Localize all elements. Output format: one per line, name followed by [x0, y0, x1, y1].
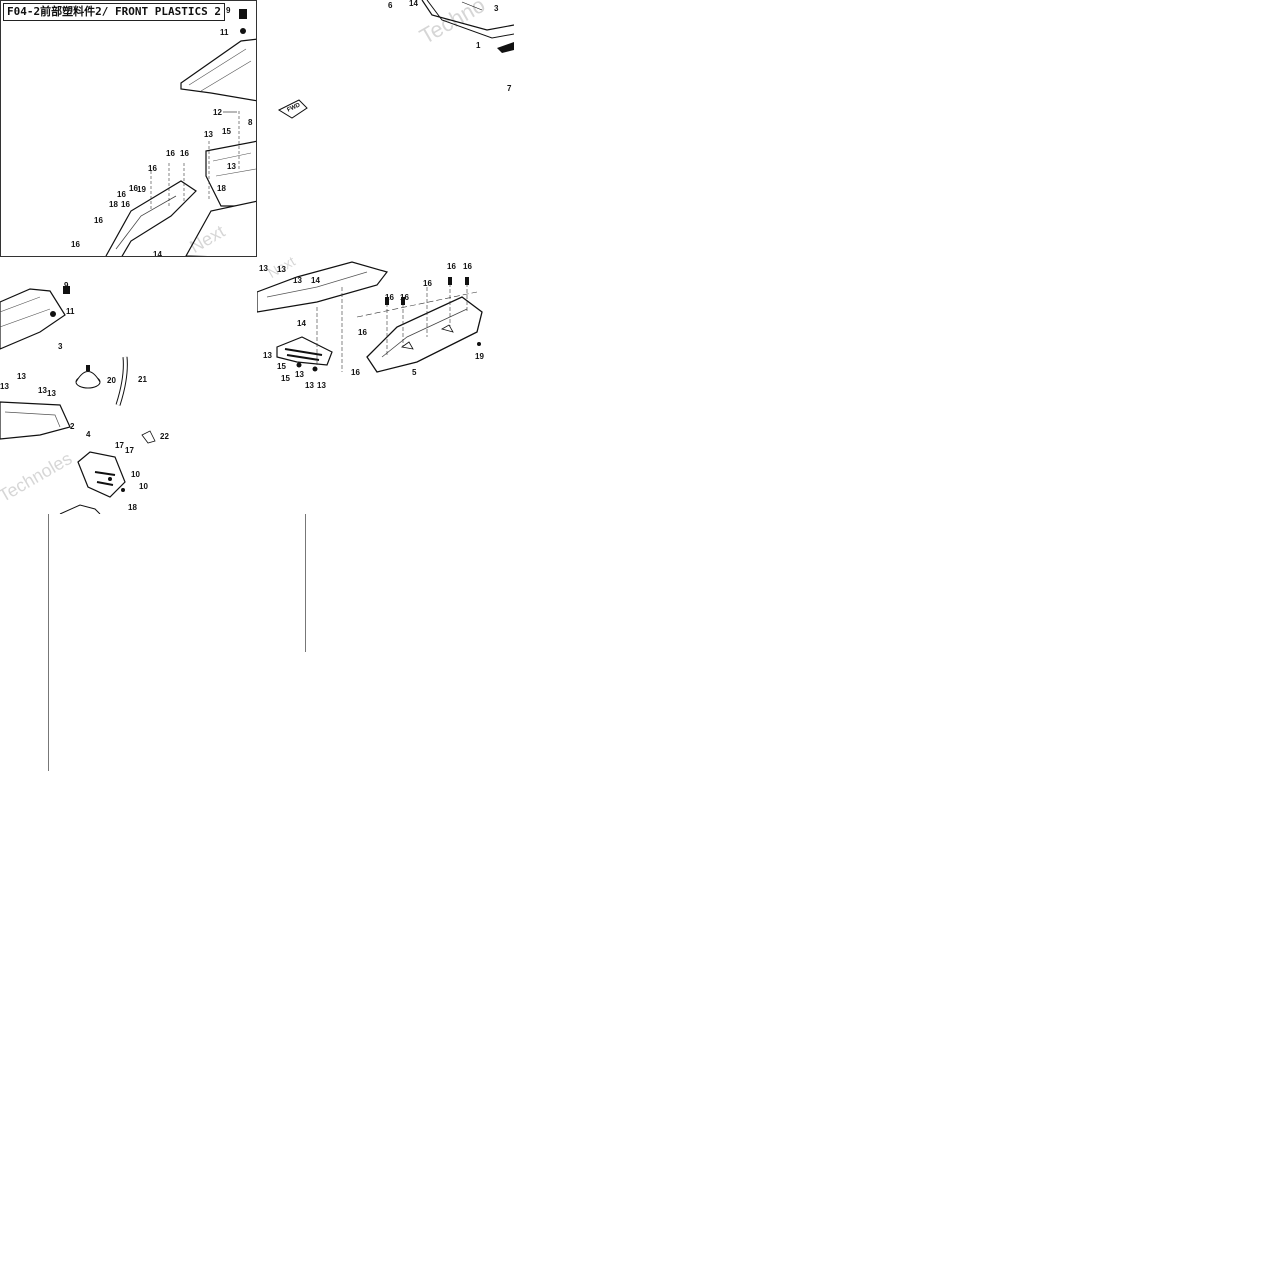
callout-label: 14: [153, 250, 162, 257]
callout-label: 16: [166, 149, 175, 158]
callout-label: 16: [180, 149, 189, 158]
callout-label: 11: [220, 28, 229, 37]
callout-label: 12: [213, 108, 222, 117]
callout-label: 16: [351, 368, 360, 377]
callout-label: 13: [305, 381, 314, 390]
callout-label: 2: [70, 422, 75, 431]
callout-label: 16: [121, 200, 130, 209]
callout-label: 13: [293, 276, 302, 285]
upper-right-drawing: [277, 0, 514, 119]
callout-label: 18: [109, 200, 118, 209]
callout-label: 14: [297, 319, 306, 328]
callout-label: 13: [47, 389, 56, 398]
callout-label: 20: [107, 376, 116, 385]
callout-label: 13: [259, 264, 268, 273]
callout-label: 16: [117, 190, 126, 199]
callout-label: 14: [311, 276, 320, 285]
callout-label: 6: [388, 1, 393, 10]
callout-label: 1: [476, 41, 481, 50]
diagram-tile-front-hood: F04-2前部塑料件2/ FRONT PLASTICS 2 9 11 12 8 …: [0, 0, 257, 257]
front-hood-drawing: [105, 9, 256, 256]
lower-right-drawing: [257, 261, 483, 373]
divider-line: [305, 514, 306, 652]
callout-label: 13: [204, 130, 213, 139]
lower-left-drawing: [0, 286, 156, 514]
callout-label: 16: [447, 262, 456, 271]
callout-label: 21: [138, 375, 147, 384]
callout-label: 11: [66, 307, 75, 316]
callout-label: 16: [71, 240, 80, 249]
callout-label: 13: [317, 381, 326, 390]
callout-label: 16: [400, 293, 409, 302]
callout-label: 16: [129, 184, 138, 193]
callout-label: 19: [137, 185, 146, 194]
diagram-tile-lower-right: 13 13 14 16 16 16 16 16 16 14 13 13 15 1…: [257, 257, 514, 514]
callout-label: 9: [226, 6, 231, 15]
callout-label: 13: [38, 386, 47, 395]
callout-label: 19: [475, 352, 484, 361]
callout-label: 16: [358, 328, 367, 337]
callout-label: 9: [64, 281, 69, 290]
callout-label: 7: [507, 84, 512, 93]
diagram-tile-lower-left: 9 11 3 20 21 13 13 13 13 2 4 17 17 22 10…: [0, 257, 257, 514]
callout-label: 15: [281, 374, 290, 383]
callout-label: 13: [263, 351, 272, 360]
callout-label: 17: [115, 441, 124, 450]
callout-label: 5: [412, 368, 417, 377]
callout-label: 4: [86, 430, 91, 439]
callout-label: 15: [277, 362, 286, 371]
callout-label: 18: [128, 503, 137, 512]
callout-label: 10: [131, 470, 140, 479]
callout-label: 15: [222, 127, 231, 136]
callout-label: 16: [148, 164, 157, 173]
callout-label: 17: [125, 446, 134, 455]
callout-label: 3: [58, 342, 63, 351]
callout-label: 16: [463, 262, 472, 271]
callout-label: 13: [17, 372, 26, 381]
divider-line: [48, 514, 49, 771]
callout-label: 16: [423, 279, 432, 288]
callout-label: 14: [409, 0, 418, 8]
callout-label: 8: [248, 118, 253, 127]
callout-label: 13: [277, 265, 286, 274]
callout-label: 10: [139, 482, 148, 491]
callout-label: 16: [385, 293, 394, 302]
callout-label: 16: [94, 216, 103, 225]
diagram-tile-upper-right: 6 14 3 1 7 FWD Techno: [257, 0, 514, 257]
callout-label: 13: [295, 370, 304, 379]
callout-label: 13: [0, 382, 9, 391]
diagram-title: F04-2前部塑料件2/ FRONT PLASTICS 2: [3, 3, 225, 21]
callout-label: 22: [160, 432, 169, 441]
callout-label: 18: [217, 184, 226, 193]
callout-label: 3: [494, 4, 499, 13]
callout-label: 13: [227, 162, 236, 171]
